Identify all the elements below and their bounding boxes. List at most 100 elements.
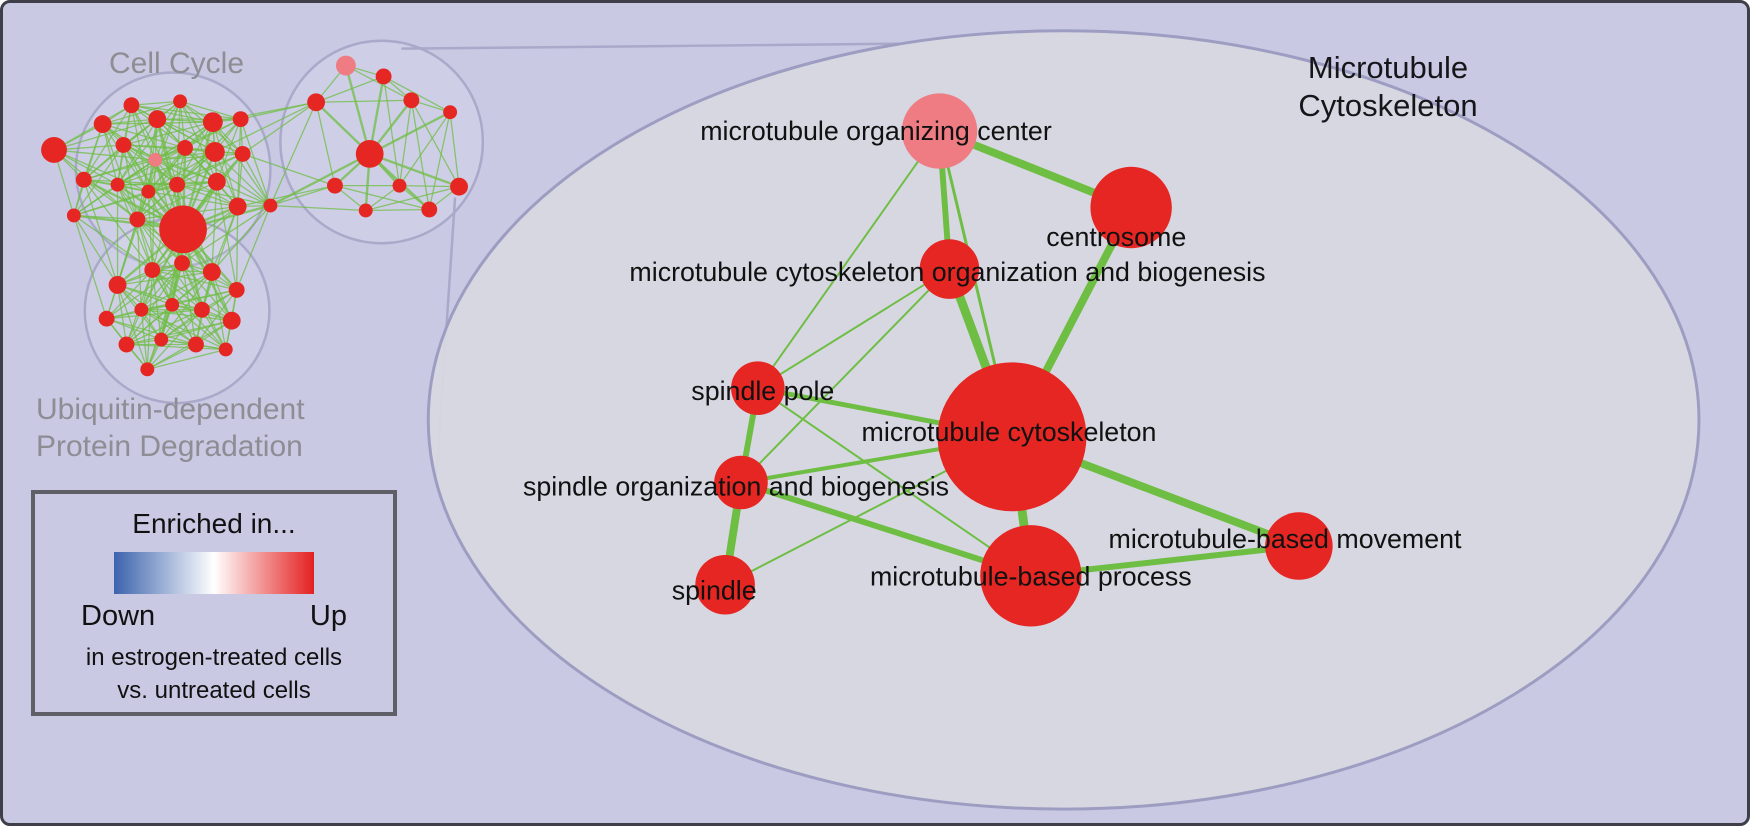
overview-edge: [136, 219, 143, 310]
overview-edge: [117, 284, 197, 346]
overview-edge: [140, 262, 183, 311]
overview-node: [358, 203, 373, 218]
overview-node: [115, 137, 132, 153]
overview-edge: [126, 304, 173, 345]
overview-node: [98, 310, 115, 327]
overview-edge: [154, 101, 181, 161]
overview-node: [173, 94, 188, 109]
node-spindle: [695, 554, 755, 615]
overview-node: [144, 262, 161, 278]
overview-edge: [344, 65, 371, 155]
overview-edge: [236, 206, 239, 290]
overview-edge: [126, 343, 226, 351]
overview-edge: [449, 112, 460, 187]
zoom-callout-line: [401, 42, 900, 50]
legend-down-label: Down: [81, 600, 156, 632]
overview-edge: [365, 186, 460, 212]
overview-node: [232, 111, 249, 128]
overview-node: [450, 177, 468, 196]
overview-edge: [106, 262, 183, 320]
edge-microtubule-cytoskeleton-organization-and-biogenesis--spindle-pole: [756, 268, 951, 390]
overview-node: [41, 137, 67, 163]
overview-edge: [106, 318, 162, 341]
overview-edge: [152, 269, 237, 291]
overview-node: [207, 172, 226, 191]
overview-edge: [136, 219, 153, 271]
overview-edge: [123, 144, 178, 186]
overview-edge: [316, 99, 412, 103]
overview-node: [234, 145, 251, 162]
overview-edge: [117, 181, 217, 186]
overview-edge: [131, 104, 241, 120]
overview-edge: [126, 309, 203, 346]
overview-edge: [102, 123, 119, 185]
overview-edge: [176, 101, 181, 185]
overview-node: [93, 115, 112, 134]
overview-edge: [146, 270, 153, 370]
overview-node: [177, 139, 193, 156]
overview-edge: [171, 289, 237, 306]
overview-edge: [176, 184, 271, 207]
node-label-centrosome: centrosome: [1046, 222, 1186, 252]
overview-node: [392, 178, 407, 193]
overview-edge: [398, 111, 451, 187]
cell-cycle-cluster-label: Cell Cycle: [109, 47, 245, 80]
overview-edge: [73, 184, 118, 216]
node-label-microtubule-cytoskeleton: microtubule cytoskeleton: [862, 417, 1157, 447]
overview-edge: [141, 271, 213, 311]
edge-microtubule-cytoskeleton-organization-and-biogenesis--spindle-organization-and-biogenesis: [739, 268, 951, 484]
overview-edge: [146, 262, 183, 370]
overview-edge: [137, 181, 218, 220]
node-microtubule-based-movement: [1265, 512, 1333, 580]
overview-edge: [211, 271, 227, 350]
overview-edge: [315, 75, 384, 103]
node-label-microtubule-based-process: microtubule-based process: [870, 562, 1192, 592]
overview-edge: [83, 104, 132, 181]
overview-node: [202, 112, 223, 133]
legend-up-label: Up: [309, 600, 347, 632]
zoom-cluster-title: Microtubule Cytoskeleton: [1275, 49, 1501, 125]
overview-node: [188, 336, 204, 353]
overview-node: [355, 139, 384, 168]
overview-node: [263, 198, 278, 213]
overview-edge: [398, 100, 413, 186]
overview-edge: [242, 101, 317, 155]
overview-edge: [53, 149, 156, 161]
overview-edge: [211, 181, 218, 273]
legend-caption-line1: in estrogen-treated cells: [85, 644, 343, 671]
overview-node: [204, 141, 225, 162]
ubiquitin-cluster-label-line1: Ubiquitin-dependent: [36, 393, 305, 426]
overview-edge: [399, 185, 460, 188]
overview-edge: [212, 121, 239, 207]
node-label-microtubule-organizing-center: microtubule organizing center: [700, 116, 1052, 146]
overview-edge: [240, 118, 272, 206]
overview-node: [75, 171, 92, 188]
overview-node: [141, 184, 156, 199]
overview-edge: [410, 99, 460, 187]
overview-edge: [83, 144, 124, 181]
node-label-microtubule-based-movement: microtubule-based movement: [1109, 524, 1463, 554]
overview-node: [202, 263, 221, 281]
node-label-spindle-pole: spindle pole: [691, 376, 834, 406]
overview-edge: [345, 64, 412, 101]
ubiquitin-cluster-label: Ubiquitin-dependent Protein Degradation: [36, 391, 305, 465]
overview-node: [110, 177, 125, 192]
overview-edge: [365, 208, 430, 212]
overview-edge: [106, 269, 153, 320]
overview-node: [129, 211, 146, 228]
overview-node: [222, 311, 241, 330]
edge-spindle-pole--microtubule-based-process: [756, 387, 1032, 577]
overview-edge: [365, 185, 400, 212]
overview-edge: [83, 179, 119, 286]
overview-edge: [369, 111, 451, 155]
overview-edge: [237, 119, 242, 207]
overview-edge: [73, 215, 108, 319]
overview-edge: [131, 100, 181, 106]
overview-node: [154, 332, 169, 347]
overview-edge: [83, 147, 186, 181]
overview-node: [228, 281, 245, 298]
overview-edge: [269, 152, 371, 207]
legend: Enriched in... Down Up in estrogen-treat…: [31, 490, 397, 716]
overview-edge: [242, 153, 271, 206]
